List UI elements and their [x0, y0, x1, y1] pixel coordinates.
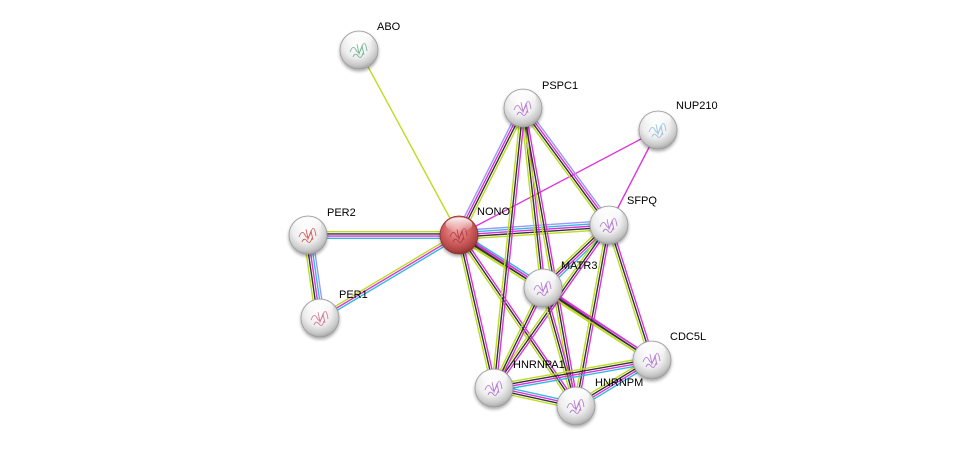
edge-evidence-magenta	[523, 106, 611, 225]
edge-evidence-black	[493, 358, 652, 388]
edge-evidence-yellowgreen	[519, 109, 607, 228]
node-cdc5l[interactable]: CDC5L	[632, 331, 706, 380]
edge-evidence-yellowgreen	[493, 356, 652, 386]
edge-evidence-yellowgreen	[461, 109, 527, 237]
node-highlight	[529, 270, 557, 285]
node-highlight	[480, 370, 508, 385]
edge-evidence-black	[542, 287, 577, 407]
edge-sfpq-cdc5l[interactable]	[606, 224, 655, 361]
node-highlight	[445, 217, 473, 232]
edge-evidence-yellowgreen	[358, 49, 460, 236]
edge-nono-hnrnpm[interactable]	[456, 233, 579, 408]
edge-evidence-magenta	[319, 234, 460, 319]
edge-evidence-black	[493, 107, 524, 389]
edge-evidence-yellowgreen	[520, 108, 542, 289]
edge-evidence-yellowgreen	[541, 289, 652, 363]
node-highlight	[294, 217, 322, 232]
node-label: SFPQ	[627, 195, 657, 207]
node-label: PER2	[327, 207, 356, 219]
edge-evidence-magenta	[495, 108, 526, 389]
node-highlight	[595, 207, 623, 222]
edge-evidence-yellowgreen	[573, 224, 608, 406]
edge-pspc1-sfpq[interactable]	[519, 105, 613, 228]
edge-evidence-lightblue	[455, 106, 521, 234]
edge-evidence-yellowgreen	[456, 235, 493, 389]
node-per2[interactable]: PER2	[288, 207, 356, 255]
edge-nono-hnrnpa1[interactable]	[456, 234, 497, 389]
edge-nono-nup210[interactable]	[458, 129, 659, 236]
node-label: NUP210	[676, 100, 718, 112]
edge-abo-nono[interactable]	[358, 49, 460, 236]
node-label: PER1	[339, 289, 368, 301]
node-label: HNRNPM	[595, 377, 643, 389]
node-hnrnpa1[interactable]: HNRNPA1	[474, 359, 565, 408]
edge-evidence-magenta	[610, 224, 655, 360]
edge-evidence-magenta	[524, 107, 579, 406]
edge-nono-pspc1[interactable]	[455, 106, 527, 237]
node-hnrnpm[interactable]: HNRNPM	[556, 377, 643, 426]
edge-evidence-magenta	[544, 287, 579, 406]
edge-nono-per1[interactable]	[318, 232, 461, 321]
node-highlight	[562, 388, 590, 403]
edge-evidence-magenta	[460, 233, 579, 406]
edge-pspc1-hnrnpa1[interactable]	[491, 107, 526, 389]
edge-evidence-magenta	[457, 107, 523, 235]
node-label: NONO	[477, 206, 510, 218]
node-sfpq[interactable]: SFPQ	[589, 195, 657, 245]
edge-evidence-yellowgreen	[491, 107, 522, 388]
node-highlight	[306, 300, 334, 315]
edge-evidence-yellowgreen	[606, 225, 651, 361]
edge-evidence-black	[459, 108, 525, 236]
edge-cdc5l-hnrnpa1[interactable]	[493, 356, 653, 392]
edge-evidence-cyan	[320, 236, 461, 321]
edge-evidence-magenta	[494, 360, 653, 390]
edge-evidence-black	[493, 224, 610, 389]
edge-evidence-yellowgreen	[318, 232, 459, 317]
node-label: HNRNPA1	[513, 359, 565, 371]
node-per1[interactable]: PER1	[300, 289, 368, 338]
edge-evidence-magenta	[577, 225, 612, 407]
node-highlight	[345, 32, 373, 47]
edge-evidence-black	[521, 108, 609, 227]
edge-matr3-cdc5l[interactable]	[541, 285, 654, 363]
node-label: CDC5L	[670, 331, 706, 343]
node-label: ABO	[377, 21, 401, 33]
edge-evidence-cyan	[494, 362, 653, 392]
node-pspc1[interactable]: PSPC1	[503, 80, 578, 128]
edge-evidence-magenta	[495, 225, 612, 390]
node-nup210[interactable]: NUP210	[638, 100, 718, 150]
node-highlight	[509, 90, 537, 105]
node-matr3[interactable]: MATR3	[523, 260, 597, 308]
edge-evidence-black	[522, 107, 577, 407]
edge-nono-per2[interactable]	[308, 230, 459, 240]
edge-evidence-black	[608, 224, 653, 361]
edge-evidence-black	[542, 287, 653, 361]
node-label: MATR3	[561, 260, 597, 272]
edge-evidence-magenta	[543, 285, 654, 359]
node-highlight	[644, 112, 672, 127]
node-nono[interactable]: NONO	[439, 206, 510, 255]
node-label: PSPC1	[542, 80, 578, 92]
edge-evidence-magenta	[458, 129, 659, 236]
edge-evidence-magenta	[460, 234, 497, 388]
edge-evidence-black	[458, 234, 495, 389]
edge-matr3-hnrnpm[interactable]	[540, 287, 579, 407]
edge-evidence-yellowgreen	[456, 235, 575, 408]
edge-evidence-lightblue	[525, 105, 613, 224]
node-highlight	[638, 342, 666, 357]
node-abo[interactable]: ABO	[339, 21, 401, 70]
edge-evidence-yellowgreen	[540, 288, 575, 407]
